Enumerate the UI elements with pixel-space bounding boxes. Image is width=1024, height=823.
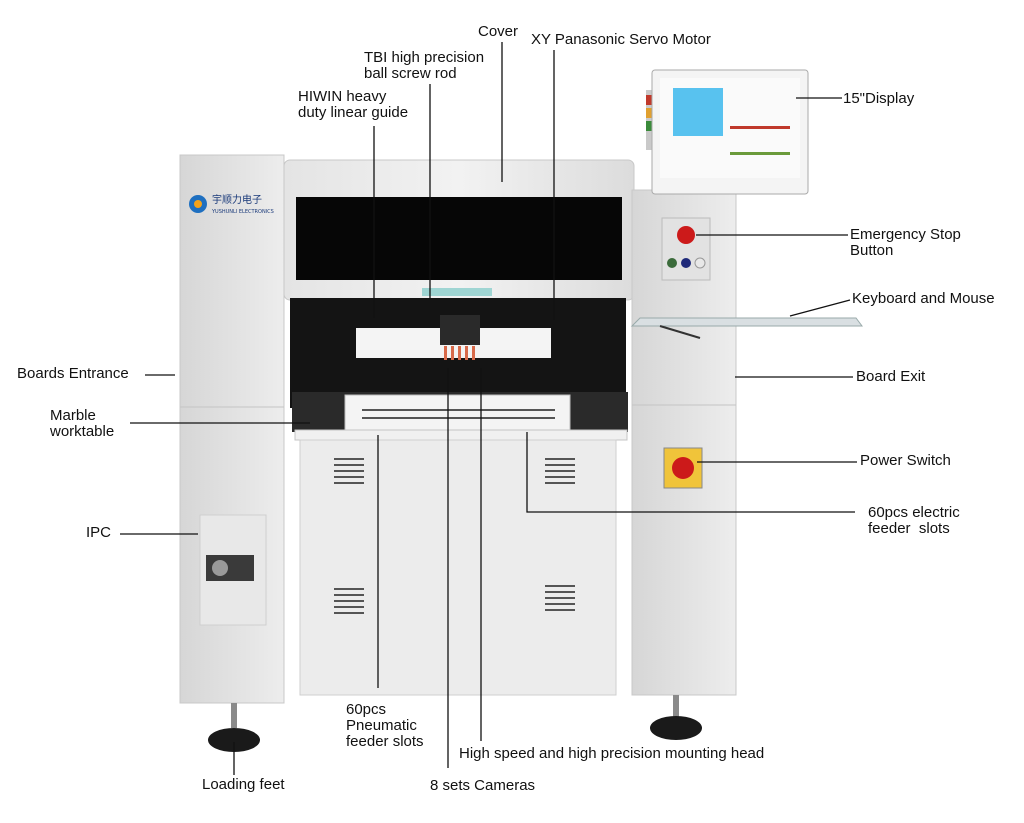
cover-window bbox=[296, 197, 622, 280]
loading-feet bbox=[208, 695, 702, 752]
company-logo: 宇顺力电子 YUSHUNLI ELECTRONICS bbox=[189, 193, 274, 215]
label-keyboard-mouse: Keyboard and Mouse bbox=[852, 290, 995, 307]
vent-grilles bbox=[334, 458, 575, 614]
label-ipc: IPC bbox=[86, 524, 112, 541]
label-ball-screw-rod: TBI high precision ball screw rod bbox=[364, 49, 485, 82]
label-mounting-head: High speed and high precision mounting h… bbox=[459, 745, 765, 762]
screen-image bbox=[673, 88, 723, 136]
mounting-head bbox=[440, 315, 480, 345]
left-tower bbox=[179, 154, 285, 704]
label-boards-entrance: Boards Entrance bbox=[17, 365, 129, 382]
label-loading-feet: Loading feet bbox=[202, 776, 285, 793]
label-cameras: 8 sets Cameras bbox=[430, 777, 536, 794]
label-marble-worktable: Marble worktable bbox=[50, 407, 115, 440]
right-tower bbox=[630, 189, 863, 696]
label-cover: Cover bbox=[478, 23, 519, 40]
label-xy-servo-motor: XY Panasonic Servo Motor bbox=[531, 31, 711, 48]
gauge-icon bbox=[212, 560, 228, 576]
label-display: 15"Display bbox=[843, 90, 915, 107]
feeder-rack bbox=[344, 394, 571, 436]
power-switch-icon bbox=[672, 457, 694, 479]
leader-lines bbox=[120, 42, 857, 775]
label-emergency-stop: Emergency Stop Button bbox=[850, 226, 961, 259]
display-monitor bbox=[646, 69, 809, 195]
emergency-stop-icon bbox=[677, 226, 695, 244]
label-pneumatic-feeder-slots: 60pcs Pneumatic feeder slots bbox=[346, 701, 424, 750]
label-board-exit: Board Exit bbox=[856, 368, 926, 385]
svg-text:宇顺力电子: 宇顺力电子 bbox=[212, 193, 262, 206]
label-electric-feeder-slots: 60pcs electric feeder slots bbox=[868, 504, 960, 537]
label-linear-guide: HIWIN heavy duty linear guide bbox=[298, 88, 409, 121]
label-power-switch: Power Switch bbox=[860, 452, 951, 469]
main-body bbox=[283, 159, 635, 696]
svg-text:YUSHUNLI ELECTRONICS: YUSHUNLI ELECTRONICS bbox=[211, 209, 274, 215]
